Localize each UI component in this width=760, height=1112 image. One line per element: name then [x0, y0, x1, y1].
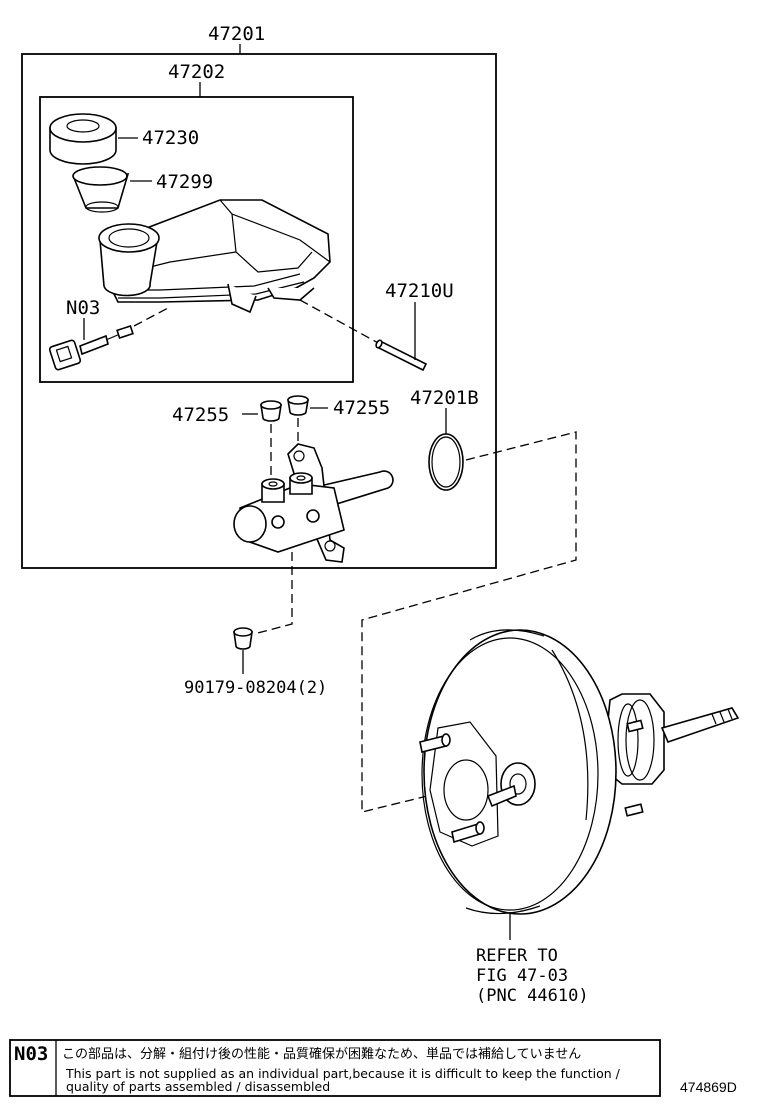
note-japanese-text: この部品は、分解・組付け後の性能・品質確保が困難なため、単品では補給していません [62, 1046, 581, 1062]
grommet-right-part [287, 395, 309, 416]
reservoir-cap-part [49, 113, 117, 165]
strainer-part [72, 166, 130, 213]
label-N03-connector[interactable]: N03 [66, 297, 100, 319]
brake-booster [419, 629, 740, 915]
label-47201B[interactable]: 47201B [410, 387, 479, 409]
nut-part [233, 627, 253, 650]
reservoir-box [39, 96, 354, 383]
note-english-line2: quality of parts assembled / disassemble… [66, 1079, 330, 1094]
grommet-left-part [260, 400, 282, 422]
label-47255-right[interactable]: 47255 [333, 397, 390, 419]
master-cylinder-body [233, 443, 394, 563]
label-47255-left[interactable]: 47255 [172, 404, 229, 426]
label-47201[interactable]: 47201 [208, 23, 265, 45]
label-47210U[interactable]: 47210U [385, 280, 454, 302]
booster-refer-line1[interactable]: REFER TO [476, 946, 558, 966]
pin-part [375, 339, 428, 372]
o-ring-part [428, 433, 464, 491]
note-english-line1: This part is not supplied as an individu… [65, 1066, 621, 1081]
note-box: N03 この部品は、分解・組付け後の性能・品質確保が困難なため、単品では補給して… [9, 1039, 661, 1097]
label-47299[interactable]: 47299 [156, 171, 213, 193]
connector-part [48, 325, 134, 371]
label-90179-08204[interactable]: 90179-08204(2) [184, 678, 327, 698]
booster-refer-line2[interactable]: FIG 47-03 [476, 966, 568, 986]
label-47202[interactable]: 47202 [168, 61, 225, 83]
label-47230[interactable]: 47230 [142, 127, 199, 149]
assembly-box [21, 53, 497, 569]
note-code: N03 [14, 1043, 48, 1065]
booster-refer-line3[interactable]: (PNC 44610) [476, 986, 589, 1006]
reservoir-tank [98, 199, 331, 314]
illustration-code: 474869D [680, 1079, 737, 1095]
